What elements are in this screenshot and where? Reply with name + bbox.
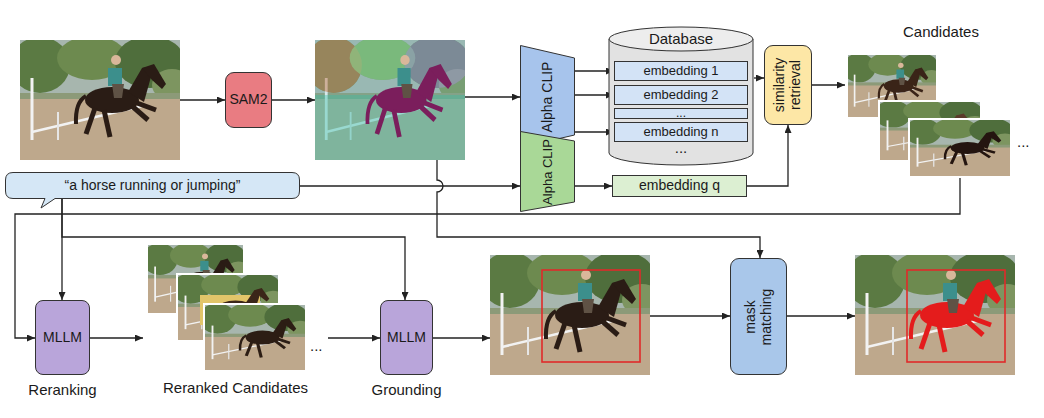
reranked-photos bbox=[142, 243, 312, 372]
node-label: MLLM bbox=[36, 301, 89, 374]
flow-arrow bbox=[575, 94, 614, 95]
flow-arrow bbox=[650, 315, 730, 316]
input-rider bbox=[108, 55, 124, 98]
node-label: mask matching bbox=[743, 281, 774, 353]
flow-arrow bbox=[180, 99, 225, 100]
node-label: embedding n bbox=[615, 123, 747, 141]
flow-arrow bbox=[575, 131, 614, 132]
segment-masks bbox=[306, 36, 470, 160]
flow-arrow bbox=[61, 199, 62, 300]
image-stack: Reranked Candidates... bbox=[143, 242, 328, 372]
node-caption: ... bbox=[1017, 134, 1030, 151]
bounding-box bbox=[907, 270, 1005, 362]
node-label: embedding 2 bbox=[615, 86, 747, 104]
flow-arrow bbox=[754, 77, 764, 78]
node-label: Reranked Candidates bbox=[163, 380, 308, 397]
node-label: Database bbox=[608, 31, 754, 48]
bounding-box bbox=[542, 270, 640, 362]
process-box: mask matching bbox=[730, 258, 787, 375]
process-box: similarity retrieval bbox=[764, 45, 812, 125]
trapezoid-outline bbox=[521, 132, 575, 212]
flow-arrow bbox=[465, 96, 520, 97]
flow-arrow bbox=[575, 70, 614, 71]
database-cylinder: Database...embedding 1embedding 2...embe… bbox=[608, 26, 754, 166]
candidate-photo bbox=[904, 118, 1018, 176]
flow-arrow bbox=[62, 199, 405, 300]
node-label: Candidates bbox=[903, 24, 979, 41]
candidate-horse bbox=[945, 131, 1001, 165]
input-photo bbox=[10, 36, 192, 160]
candidate-rider bbox=[896, 63, 905, 85]
flow-arrow bbox=[812, 84, 845, 85]
embedding-row: embedding 2 bbox=[614, 85, 748, 105]
query-bubble: “a horse running or jumping” bbox=[5, 172, 300, 199]
output-photo bbox=[845, 251, 1027, 375]
encoder-trapezoid: Alpha CLIP bbox=[520, 131, 575, 212]
grounded-photo bbox=[480, 251, 662, 375]
node-label: Alpha CLIP bbox=[540, 52, 556, 142]
trapezoid-outline bbox=[521, 46, 575, 148]
node-label: “a horse running or jumping” bbox=[5, 172, 300, 199]
image-stack: Candidates... bbox=[845, 48, 1015, 178]
output-rider bbox=[943, 270, 959, 313]
segmented-photo bbox=[306, 36, 477, 160]
flow-arrow bbox=[272, 99, 315, 100]
flow-arrow bbox=[787, 315, 855, 316]
reranked-horse bbox=[240, 318, 296, 358]
node-label: Alpha CLIP bbox=[540, 135, 555, 209]
flow-arrow bbox=[575, 185, 612, 186]
node-label: embedding q bbox=[613, 176, 746, 196]
node-caption: Grounding bbox=[371, 382, 441, 399]
node-label: SAM2 bbox=[226, 73, 271, 127]
grounded-rider bbox=[578, 270, 594, 313]
speech-bubble-outline bbox=[6, 173, 300, 209]
candidate-photos bbox=[843, 53, 1018, 178]
flow-arrow bbox=[433, 337, 490, 338]
model-box: MLLMReranking bbox=[35, 300, 90, 375]
node-caption: Reranking bbox=[28, 382, 96, 399]
embedding-row: ... bbox=[614, 108, 748, 119]
node-label: similarity retrieval bbox=[772, 48, 803, 122]
embedding-row: embedding n bbox=[614, 122, 748, 142]
reranked-photo bbox=[199, 303, 313, 370]
flow-arrow bbox=[328, 337, 380, 338]
node-label: embedding 1 bbox=[615, 62, 747, 80]
process-box: SAM2 bbox=[225, 72, 272, 128]
mask-wire bbox=[437, 160, 760, 258]
model-box: MLLMGrounding bbox=[380, 300, 433, 375]
cylinder-top bbox=[609, 27, 753, 51]
embedding-row: embedding 1 bbox=[614, 61, 748, 81]
node-label: MLLM bbox=[381, 301, 432, 374]
flow-arrow bbox=[15, 178, 960, 338]
node-caption: ... bbox=[608, 140, 754, 157]
cylinder-body bbox=[609, 39, 753, 165]
node-label: ... bbox=[615, 109, 747, 118]
flow-arrow bbox=[300, 185, 520, 186]
segment-rider bbox=[398, 55, 413, 98]
node-caption: ... bbox=[310, 338, 323, 355]
embedding-box: embedding q bbox=[612, 175, 747, 197]
flow-arrow bbox=[90, 337, 143, 338]
